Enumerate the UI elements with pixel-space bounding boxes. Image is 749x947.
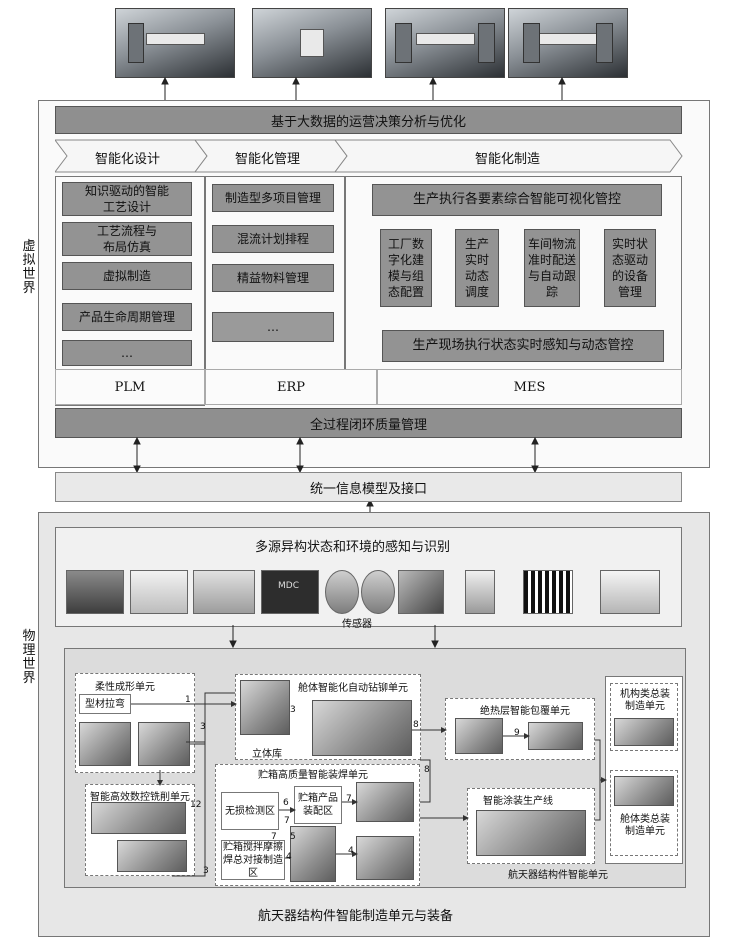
machining-image-1 xyxy=(91,802,186,834)
structure-unit-label: 航天器结构件智能单元 xyxy=(508,870,608,881)
physical-world-label: 物理世界 xyxy=(22,629,36,686)
mechanism-assembly-label: 机构类总装制造单元 xyxy=(620,689,670,712)
stage-design: 智能化设计 xyxy=(95,152,161,167)
mfg-status-sensing: 生产现场执行状态实时感知与动态管控 xyxy=(382,330,664,362)
system-mes: MES xyxy=(377,369,682,405)
mfg-item-logistics: 车间物流准时配送与自动跟踪 xyxy=(524,229,580,307)
warehouse-label: 立体库 xyxy=(252,749,282,760)
flow-number: 9 xyxy=(514,728,520,738)
computer-device xyxy=(600,570,660,614)
flow-number: 3 xyxy=(290,705,296,715)
rfid-reader-device xyxy=(398,570,444,614)
flow-number: 1 xyxy=(185,695,191,705)
flow-number: 8 xyxy=(413,720,419,730)
flow-number: 6 xyxy=(283,798,289,808)
ndt-zone-box: 无损检测区 xyxy=(221,792,279,830)
flow-number: 8 xyxy=(424,765,430,775)
insulation-rack-image xyxy=(455,718,503,754)
tank-welding-image xyxy=(356,836,414,880)
flow-number: 3 xyxy=(200,722,206,732)
flow-number: 7 xyxy=(284,816,290,826)
flow-number: 5 xyxy=(290,832,296,842)
industrial-gateway-device xyxy=(130,570,188,614)
sensor-label: 传感器 xyxy=(342,619,372,630)
network-diagram-device xyxy=(193,570,255,614)
machining-label: 智能高效数控铣削单元 xyxy=(90,792,190,803)
flow-number: 12 xyxy=(190,800,202,810)
stage-manufacturing: 智能化制造 xyxy=(475,152,541,167)
data-collector-device xyxy=(66,570,124,614)
sensing-title: 多源异构状态和环境的感知与识别 xyxy=(255,540,451,555)
cabin-drilling-label: 舱体智能化自动钻铆单元 xyxy=(298,683,408,694)
mgmt-item-scheduling: 混流计划排程 xyxy=(212,225,334,253)
decision-analysis-bar: 基于大数据的运营决策分析与优化 xyxy=(55,106,682,134)
system-plm: PLM xyxy=(55,369,205,405)
quality-management-bar: 全过程闭环质量管理 xyxy=(55,408,682,438)
mdc-terminal-device: MDC xyxy=(261,570,319,614)
cabin-assembly-image xyxy=(614,776,674,806)
flow-number: 7 xyxy=(271,832,277,842)
sensor-device-1 xyxy=(325,570,359,614)
sensor-device-2 xyxy=(361,570,395,614)
tank-assembly-box: 贮箱产品装配区 xyxy=(294,786,342,824)
figure-caption: 航天器结构件智能制造单元与装备 xyxy=(258,909,454,924)
design-item-layout-sim: 工艺流程与布局仿真 xyxy=(62,222,192,256)
tank-assembly-image xyxy=(356,782,414,822)
qr-code-icon xyxy=(523,570,573,614)
spacecraft-photo-2 xyxy=(252,8,372,78)
mgmt-item-multiproject: 制造型多项目管理 xyxy=(212,184,334,212)
info-model-interface-bar: 统一信息模型及接口 xyxy=(55,472,682,502)
flexible-forming-label: 柔性成形单元 xyxy=(95,682,155,693)
insulation-machine-image xyxy=(528,722,583,750)
spacecraft-photo-3 xyxy=(385,8,505,78)
insulation-label: 绝热层智能包覆单元 xyxy=(480,706,570,717)
forming-machine-image-1 xyxy=(79,722,131,766)
painting-line-image xyxy=(476,810,586,856)
design-item-knowledge: 知识驱动的智能工艺设计 xyxy=(62,182,192,216)
forming-machine-image-2 xyxy=(138,722,190,766)
sensing-arrows xyxy=(229,625,439,649)
mfg-item-dynamic-scheduling: 生产实时动态调度 xyxy=(455,229,499,307)
flow-number: 7 xyxy=(346,794,352,804)
virtual-world-label: 虚拟世界 xyxy=(22,239,36,296)
friction-weld-box: 贮箱搅拌摩擦焊总对接制造区 xyxy=(221,840,285,880)
mechanism-assembly-image xyxy=(614,718,674,746)
spacecraft-photo-4 xyxy=(508,8,628,78)
mgmt-item-more: … xyxy=(212,312,334,342)
spacecraft-photo-1 xyxy=(115,8,235,78)
mfg-item-equipment: 实时状态驱动的设备管理 xyxy=(604,229,656,307)
stage-chevrons xyxy=(55,139,683,173)
flow-number: 3 xyxy=(203,866,209,876)
design-item-plm: 产品生命周期管理 xyxy=(62,303,192,331)
flow-number: 4 xyxy=(286,852,292,862)
profile-bending-box: 型材拉弯 xyxy=(79,694,131,714)
mfg-item-factory-modeling: 工厂数字化建模与组态配置 xyxy=(380,229,432,307)
system-erp: ERP xyxy=(205,369,377,405)
friction-weld-image xyxy=(290,826,336,882)
stage-management: 智能化管理 xyxy=(235,152,301,167)
mgmt-item-material: 精益物料管理 xyxy=(212,264,334,292)
design-item-more: … xyxy=(62,340,192,366)
painting-line-label: 智能涂装生产线 xyxy=(483,796,553,807)
machining-image-2 xyxy=(117,840,187,872)
flow-number: 4 xyxy=(348,846,354,856)
mfg-visual-control: 生产执行各要素综合智能可视化管控 xyxy=(372,184,662,216)
warehouse-image xyxy=(240,680,290,735)
tank-welding-label: 贮箱高质量智能装焊单元 xyxy=(258,770,368,781)
mdc-label: MDC xyxy=(278,581,299,591)
design-item-virtual-mfg: 虚拟制造 xyxy=(62,262,192,290)
barcode-scanner-device xyxy=(465,570,495,614)
cabin-assembly-label: 舱体类总装制造单元 xyxy=(620,814,670,837)
drilling-machine-image xyxy=(312,700,412,756)
